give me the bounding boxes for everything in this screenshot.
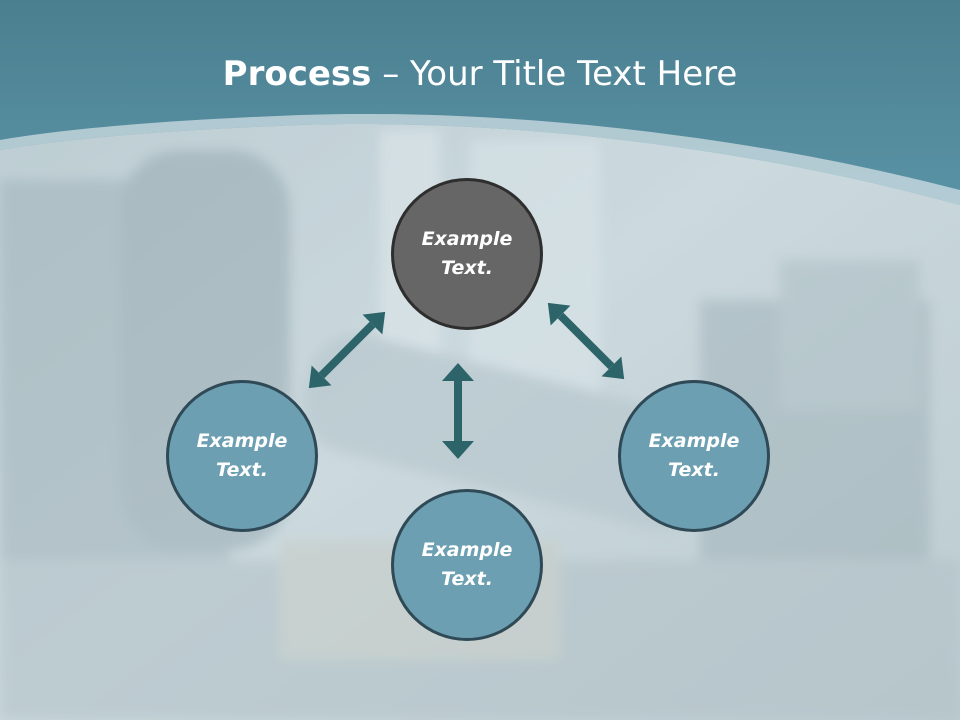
- center-node-label: Example Text.: [421, 228, 513, 279]
- title-bold: Process: [222, 54, 372, 94]
- arrow-center-bottom: [442, 363, 474, 459]
- title-text: Your Title Text Here: [410, 54, 738, 94]
- right-node: Example Text.: [618, 380, 770, 532]
- center-node: Example Text.: [391, 178, 543, 330]
- slide-title: Process – Your Title Text Here: [0, 52, 960, 96]
- bottom-node: Example Text.: [391, 489, 543, 641]
- title-separator: –: [371, 54, 411, 94]
- left-node-label: Example Text.: [196, 430, 288, 481]
- arrow-center-right: [547, 302, 625, 380]
- bottom-node-label: Example Text.: [421, 539, 513, 590]
- arrow-center-left: [308, 311, 386, 389]
- header-band: [0, 0, 960, 205]
- right-node-label: Example Text.: [648, 430, 740, 481]
- left-node: Example Text.: [166, 380, 318, 532]
